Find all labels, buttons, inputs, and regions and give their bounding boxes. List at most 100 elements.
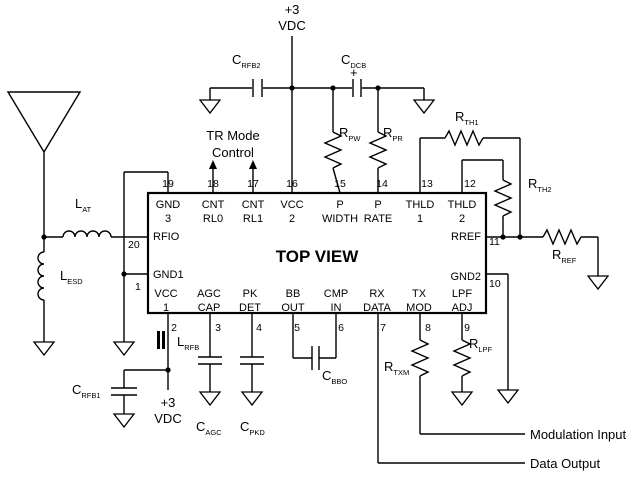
pin-12-label: THLD [448, 199, 477, 211]
pin-4-label: PK [243, 288, 258, 300]
junction-dot [289, 85, 295, 91]
capacitor-c-pkd [240, 313, 264, 392]
pin-5-label: BB [286, 288, 301, 300]
pin-3-sublabel: CAP [198, 302, 221, 314]
diagram-title: TOP VIEW [276, 247, 359, 266]
pin-1-number: 1 [135, 281, 141, 293]
pin-7-number: 7 [380, 322, 386, 334]
pin-12-number: 12 [464, 178, 476, 190]
ground-symbol [32, 341, 56, 357]
top-pin-labels: 19 GND 3 18 CNT RL0 17 CNT RL1 16 VCC 2 … [156, 178, 477, 225]
pin-19-label: GND [156, 199, 181, 211]
label-r-pw: RPW [339, 125, 361, 143]
pin-13-label: THLD [406, 199, 435, 211]
pin-3-number: 3 [215, 322, 221, 334]
pin-9-number: 9 [464, 322, 470, 334]
capacitor-c-bbo [292, 313, 337, 370]
label-r-th2: RTH2 [528, 176, 552, 194]
resistor-r-th1 [419, 129, 521, 237]
modulation-input-label: Modulation Input [530, 427, 627, 442]
pin-8-label: TX [412, 288, 427, 300]
label-c-rfb1: CRFB1 [72, 382, 101, 400]
label-c-agc: CAGC [196, 419, 222, 437]
supply-bottom-vdc: VDC [154, 411, 181, 426]
resistor-r-lpf [452, 313, 472, 392]
ground-symbol [112, 341, 136, 357]
pin-15-number: 15 [334, 178, 346, 190]
junction-dot [41, 234, 47, 240]
wire-data-output [377, 313, 525, 464]
antenna [6, 91, 82, 237]
pin-9-label: LPF [452, 288, 472, 300]
tr-mode-label: TR Mode [206, 128, 259, 143]
pin-20-number: 20 [128, 239, 140, 251]
pin-20-label: RFIO [153, 231, 180, 243]
resistor-r-pw [323, 88, 343, 194]
pin-14-label: P [374, 199, 381, 211]
pin-8-number: 8 [425, 322, 431, 334]
ground-symbol [240, 391, 264, 407]
capacitor-c-rfb1 [111, 369, 168, 414]
pin-4-sublabel: DET [239, 302, 261, 314]
supply-top-plus: +3 [285, 2, 300, 17]
pin-13-number: 13 [421, 178, 433, 190]
pin-14-number: 14 [376, 178, 388, 190]
label-c-rfb2: CRFB2 [232, 52, 261, 70]
junction-dot [121, 271, 127, 277]
label-c-pkd: CPKD [240, 419, 265, 437]
pin-11-label: RREF [451, 231, 481, 243]
pin-10-label: GND2 [450, 271, 481, 283]
pin-6-number: 6 [338, 322, 344, 334]
pin-5-sublabel: OUT [281, 302, 305, 314]
supply-top-vdc: VDC [278, 18, 305, 33]
inductor-l-at [44, 230, 148, 238]
polarity-plus: + [350, 65, 358, 80]
pin-2-label: VCC [154, 288, 177, 300]
junction-dot [517, 234, 523, 240]
data-output-label: Data Output [530, 456, 600, 471]
ic-chip-body [146, 191, 488, 315]
pin-17-label: CNT [242, 199, 265, 211]
ground-symbol [112, 413, 136, 429]
resistor-r-txm [410, 313, 525, 435]
pin-7-sublabel: DATA [363, 302, 391, 314]
wire-gnd2 [486, 273, 509, 390]
pin-14-sublabel: RATE [364, 213, 393, 225]
label-r-pr: RPR [383, 125, 403, 143]
pin-4-number: 4 [256, 322, 262, 334]
wire-left-ground [123, 171, 169, 342]
pin-19-number: 19 [162, 178, 174, 190]
pin-16-sublabel: 2 [289, 213, 295, 225]
label-c-dcb: CDCB [341, 52, 366, 70]
capacitor-c-rfb2 [252, 79, 263, 97]
pin-2-sublabel: 1 [163, 302, 169, 314]
supply-bottom-plus: +3 [161, 395, 176, 410]
pin-12-sublabel: 2 [459, 213, 465, 225]
ground-symbol [496, 389, 520, 405]
pin-18-sublabel: RL0 [203, 213, 223, 225]
capacitor-c-dcb [352, 79, 362, 97]
pin-6-sublabel: IN [331, 302, 342, 314]
tr-mode-control-label: Control [212, 145, 254, 160]
label-c-bbo: CBBO [322, 368, 347, 386]
pin-10-number: 10 [489, 278, 501, 290]
junction-dot [165, 367, 171, 373]
pin-15-sublabel: WIDTH [322, 213, 358, 225]
bottom-pin-labels: VCC 1 2 AGC CAP 3 PK DET 4 BB OUT 5 CMP … [154, 288, 472, 334]
resistor-r-th2 [461, 159, 513, 237]
pin-16-label: VCC [280, 199, 303, 211]
label-l-rfb: LRFB [177, 334, 199, 352]
pin-11-number: 11 [489, 236, 500, 248]
ground-symbol [198, 99, 222, 115]
inductor-l-esd [37, 237, 45, 342]
pin-17-sublabel: RL1 [243, 213, 263, 225]
pin-6-label: CMP [324, 288, 348, 300]
pin-2-number: 2 [171, 322, 177, 334]
pin-13-sublabel: 1 [417, 213, 423, 225]
ground-symbol [412, 99, 436, 115]
pin-7-label: RX [369, 288, 385, 300]
capacitor-c-agc [198, 313, 222, 392]
ground-symbol [450, 391, 474, 407]
junction-dot [500, 234, 506, 240]
